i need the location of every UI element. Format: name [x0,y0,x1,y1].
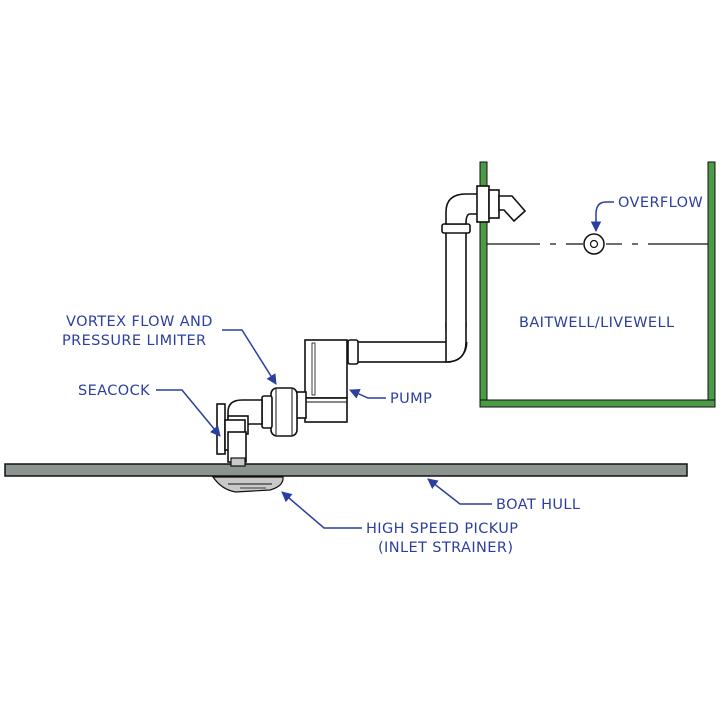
pump-leader [349,389,386,399]
vortex-label-line2: PRESSURE LIMITER [62,333,206,349]
baitwell-tank [479,161,716,408]
vortex-flow-limiter [261,387,298,437]
pump-label: PUMP [390,391,432,407]
tank-inlet-fitting [476,185,527,223]
pickup-label-line2: (INLET STRAINER) [378,540,513,556]
pickup-leader [281,491,362,529]
overflow-leader [590,201,614,233]
seacock-label: SEACOCK [78,383,150,399]
seacock-valve [216,403,247,467]
overflow-fitting [583,233,605,255]
pump [295,339,348,423]
boat-hull-leader [427,478,492,505]
seacock-leader [156,389,221,437]
vortex-leader [222,329,277,385]
discharge-pipe [347,193,479,365]
boat-hull-label: BOAT HULL [496,497,580,513]
pickup-label-line1: HIGH SPEED PICKUP [366,521,518,537]
inlet-strainer [211,476,284,493]
baitwell-label: BAITWELL/LIVEWELL [519,315,674,331]
vortex-label-line1: VORTEX FLOW AND [66,314,213,330]
boat-hull [4,463,688,477]
overflow-label: OVERFLOW [618,195,703,211]
